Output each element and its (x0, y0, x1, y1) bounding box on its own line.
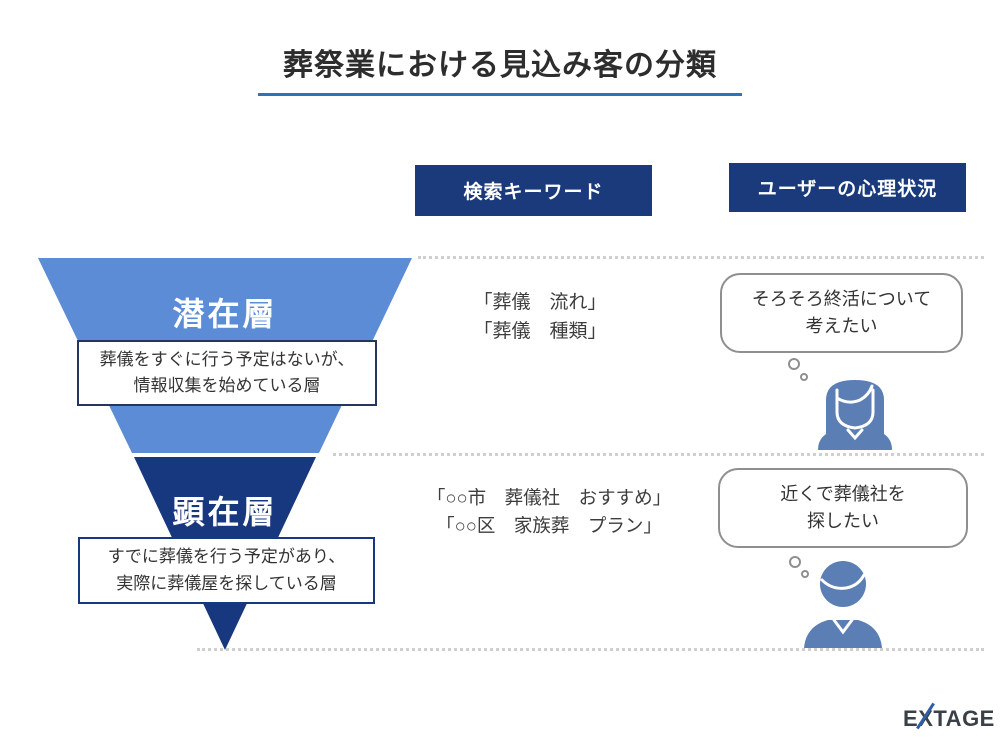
keyword-line: 「○○市 葬儀社 おすすめ」 (426, 487, 672, 508)
description-line: 葬儀をすぐに行う予定はないが、 (99, 349, 355, 369)
dotted-separator-middle (333, 453, 984, 456)
funnel-label-manifest: 顕在層 (172, 494, 278, 530)
funnel-description-manifest: すでに葬儀を行う予定があり、 実際に葬儀屋を探している層 (78, 537, 375, 604)
logo-text-e: E (903, 706, 919, 731)
thought-bubble-dot (800, 373, 808, 381)
funnel-description-latent: 葬儀をすぐに行う予定はないが、 情報収集を始めている層 (77, 340, 377, 406)
thought-line: そろそろ終活について (751, 289, 932, 309)
search-keywords-latent: 「葬儀 流れ」 「葬儀 種類」 (410, 289, 670, 346)
thought-bubble-dot (788, 358, 800, 370)
thought-bubble-manifest: 近くで葬儀社を 探したい (718, 468, 968, 548)
keyword-line: 「葬儀 種類」 (473, 320, 607, 342)
column-header-user-psychology: ユーザーの心理状況 (729, 163, 966, 212)
thought-line: 近くで葬儀社を (780, 484, 906, 504)
thought-bubble-dot (801, 570, 809, 578)
search-keywords-manifest: 「○○市 葬儀社 おすすめ」 「○○区 家族葬 プラン」 (393, 484, 705, 540)
keyword-line: 「○○区 家族葬 プラン」 (436, 514, 662, 536)
logo-text-x: X (916, 702, 936, 732)
man-collar (832, 618, 854, 635)
description-line: 実際に葬儀屋を探している層 (116, 573, 337, 593)
woman-face-outline (835, 388, 875, 430)
woman-collar (846, 428, 864, 441)
man-icon (804, 561, 882, 648)
description-line: すでに葬儀を行う予定があり、 (107, 547, 346, 567)
title-underline (258, 93, 742, 96)
keyword-line: 「葬儀 流れ」 (473, 292, 607, 313)
thought-line: 探したい (807, 511, 879, 531)
woman-fringe (835, 384, 874, 404)
dotted-separator-bottom (197, 648, 984, 651)
thought-bubble-dot (789, 556, 801, 568)
thought-bubble-latent: そろそろ終活について 考えたい (720, 273, 963, 353)
woman-icon (818, 380, 892, 450)
column-header-label: ユーザーの心理状況 (757, 179, 938, 200)
column-header-label: 検索キーワード (463, 182, 604, 203)
thought-line: 考えたい (805, 316, 878, 336)
description-line: 情報収集を始めている層 (133, 376, 321, 395)
man-head (820, 561, 866, 607)
logo-text-rest: TAGE (933, 706, 995, 731)
dotted-separator-top (418, 256, 984, 259)
page-title: 葬祭業における見込み客の分類 (283, 49, 717, 82)
column-header-search-keywords: 検索キーワード (415, 165, 652, 216)
man-hairline (820, 573, 866, 590)
funnel-label-latent: 潜在層 (172, 296, 278, 332)
